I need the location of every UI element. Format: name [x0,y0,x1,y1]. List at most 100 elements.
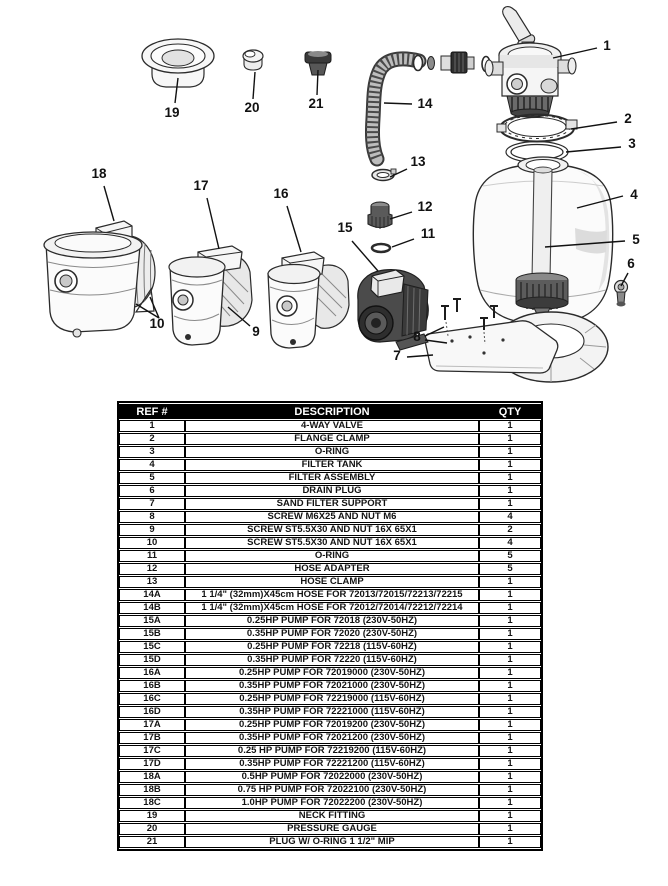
qty-cell: 1 [479,693,541,705]
description-cell: 1.0HP PUMP FOR 72022200 (230V-50HZ) [185,797,479,809]
qty-cell: 1 [479,459,541,471]
callout-label-6: 6 [627,256,635,271]
part-21-plug-drawing [304,51,332,76]
description-cell: PRESSURE GAUGE [185,823,479,835]
ref-cell: 17B [119,732,185,744]
description-cell: 0.35HP PUMP FOR 72021200 (230V-50HZ) [185,732,479,744]
qty-cell: 1 [479,836,541,848]
callout-leader-10 [135,303,160,319]
qty-cell: 1 [479,732,541,744]
callout-label-11: 11 [421,226,436,241]
qty-header: QTY [479,404,541,419]
qty-cell: 1 [479,680,541,692]
callout-leader-9 [227,306,251,327]
ref-cell: 9 [119,524,185,536]
qty-cell: 4 [479,537,541,549]
description-cell: 0.35HP PUMP FOR 72020 (230V-50HZ) [185,628,479,640]
description-cell: O-RING [185,550,479,562]
ref-cell: 18B [119,784,185,796]
description-cell: FILTER TANK [185,459,479,471]
ref-cell: 14B [119,602,185,614]
callout-leader-13 [389,168,408,178]
callout-label-18: 18 [91,166,107,181]
part-16-pump-drawing [267,251,350,349]
part-11-o-ring-drawing [370,242,392,254]
callout-leader-12 [389,211,413,220]
qty-cell: 1 [479,485,541,497]
callout-label-2: 2 [624,111,632,126]
ref-cell: 15D [119,654,185,666]
description-cell: FILTER ASSEMBLY [185,472,479,484]
qty-cell: 1 [479,784,541,796]
qty-cell: 1 [479,472,541,484]
qty-cell: 1 [479,823,541,835]
description-cell: 1 1/4" (32mm)X45cm HOSE FOR 72012/72014/… [185,602,479,614]
ref-cell: 1 [119,420,185,432]
callout-label-19: 19 [164,105,179,120]
qty-cell: 2 [479,524,541,536]
description-cell: 0.25HP PUMP FOR 72019000 (230V-50HZ) [185,667,479,679]
ref-cell: 12 [119,563,185,575]
callout-label-8: 8 [413,329,421,344]
ref-cell: 6 [119,485,185,497]
ref-cell: 18C [119,797,185,809]
description-cell: 0.35HP PUMP FOR 72220 (115V-60HZ) [185,654,479,666]
ref-cell: 5 [119,472,185,484]
callout-label-13: 13 [410,154,426,169]
description-cell: 0.75 HP PUMP FOR 72022100 (230V-50HZ) [185,784,479,796]
description-cell: 1 1/4" (32mm)X45cm HOSE FOR 72013/72015/… [185,589,479,601]
callout-leader-1 [552,47,598,59]
ref-cell: 13 [119,576,185,588]
part-14-hose-drawing [365,51,427,167]
part-7-sand-filter-support-drawing [424,311,609,383]
qty-cell: 1 [479,797,541,809]
qty-cell: 1 [479,745,541,757]
callout-leader-5 [544,240,626,248]
callout-label-5: 5 [632,232,640,247]
callout-label-15: 15 [337,220,353,235]
callout-leader-15 [351,240,379,272]
qty-cell: 5 [479,563,541,575]
description-cell: 0.25HP PUMP FOR 72018 (230V-50HZ) [185,615,479,627]
callout-leader-3 [565,146,622,153]
description-cell: SCREW ST5.5X30 AND NUT 16X 65X1 [185,537,479,549]
description-cell: SCREW ST5.5X30 AND NUT 16X 65X1 [185,524,479,536]
callout-leader-7 [406,354,434,358]
ref-cell: 20 [119,823,185,835]
description-cell: SCREW M6X25 AND NUT M6 [185,511,479,523]
callout-leader-20 [252,71,256,100]
ref-cell: 11 [119,550,185,562]
ref-cell: 7 [119,498,185,510]
ref-cell: 17A [119,719,185,731]
ref-cell: 19 [119,810,185,822]
ref-cell: 15C [119,641,185,653]
qty-cell: 1 [479,498,541,510]
part-12-hose-adapter-drawing [367,201,393,229]
description-cell: 0.25HP PUMP FOR 72218 (115V-60HZ) [185,641,479,653]
ref-cell: 4 [119,459,185,471]
qty-cell: 1 [479,420,541,432]
qty-cell: 4 [479,511,541,523]
description-cell: 0.25HP PUMP FOR 72219000 (115V-60HZ) [185,693,479,705]
description-cell: O-RING [185,446,479,458]
description-cell: HOSE CLAMP [185,576,479,588]
ref-cell: 17D [119,758,185,770]
